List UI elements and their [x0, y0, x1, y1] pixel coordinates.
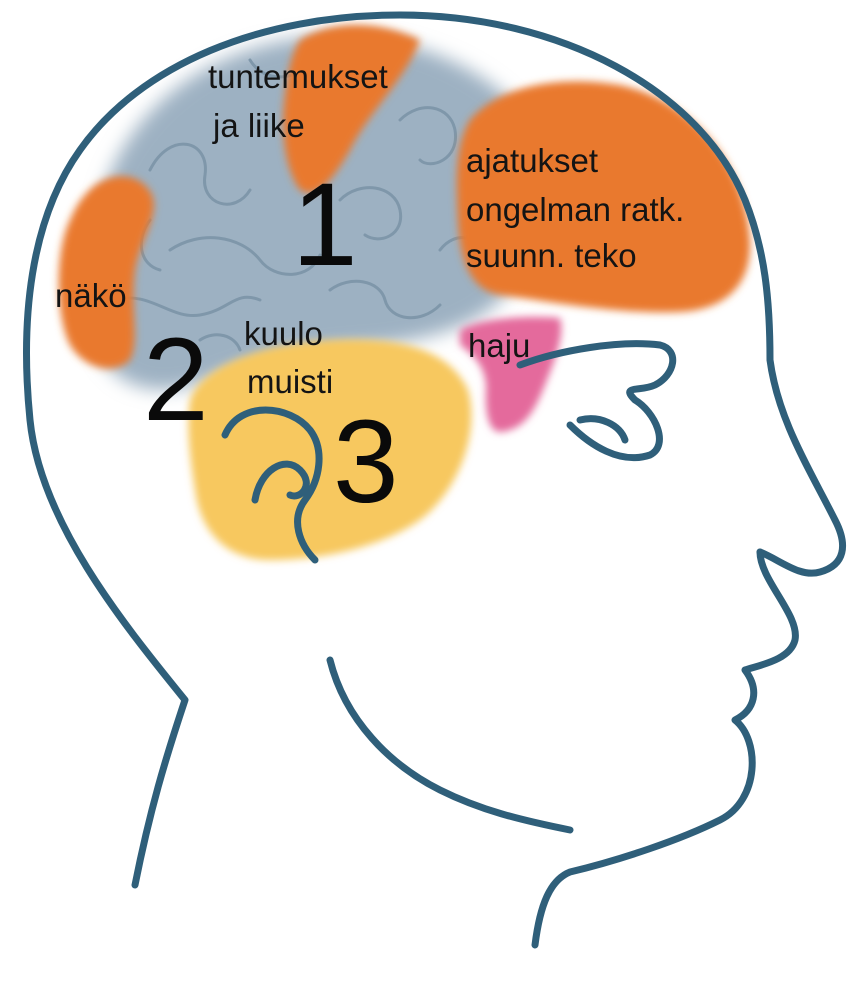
label-thinking-line1: ajatukset — [466, 142, 598, 179]
label-smell: haju — [468, 327, 530, 364]
label-sensation-line1: tuntemukset — [208, 58, 388, 95]
label-thinking-line3: suunn. teko — [466, 237, 637, 274]
number-three: 3 — [333, 396, 399, 528]
number-one: 1 — [292, 159, 358, 291]
number-two: 2 — [143, 314, 209, 446]
label-vision: näkö — [55, 277, 127, 314]
label-thinking-line2: ongelman ratk. — [466, 191, 684, 228]
label-sensation-line2: ja liike — [212, 107, 305, 144]
label-memory: muisti — [247, 363, 333, 400]
label-hearing: kuulo — [244, 315, 323, 352]
